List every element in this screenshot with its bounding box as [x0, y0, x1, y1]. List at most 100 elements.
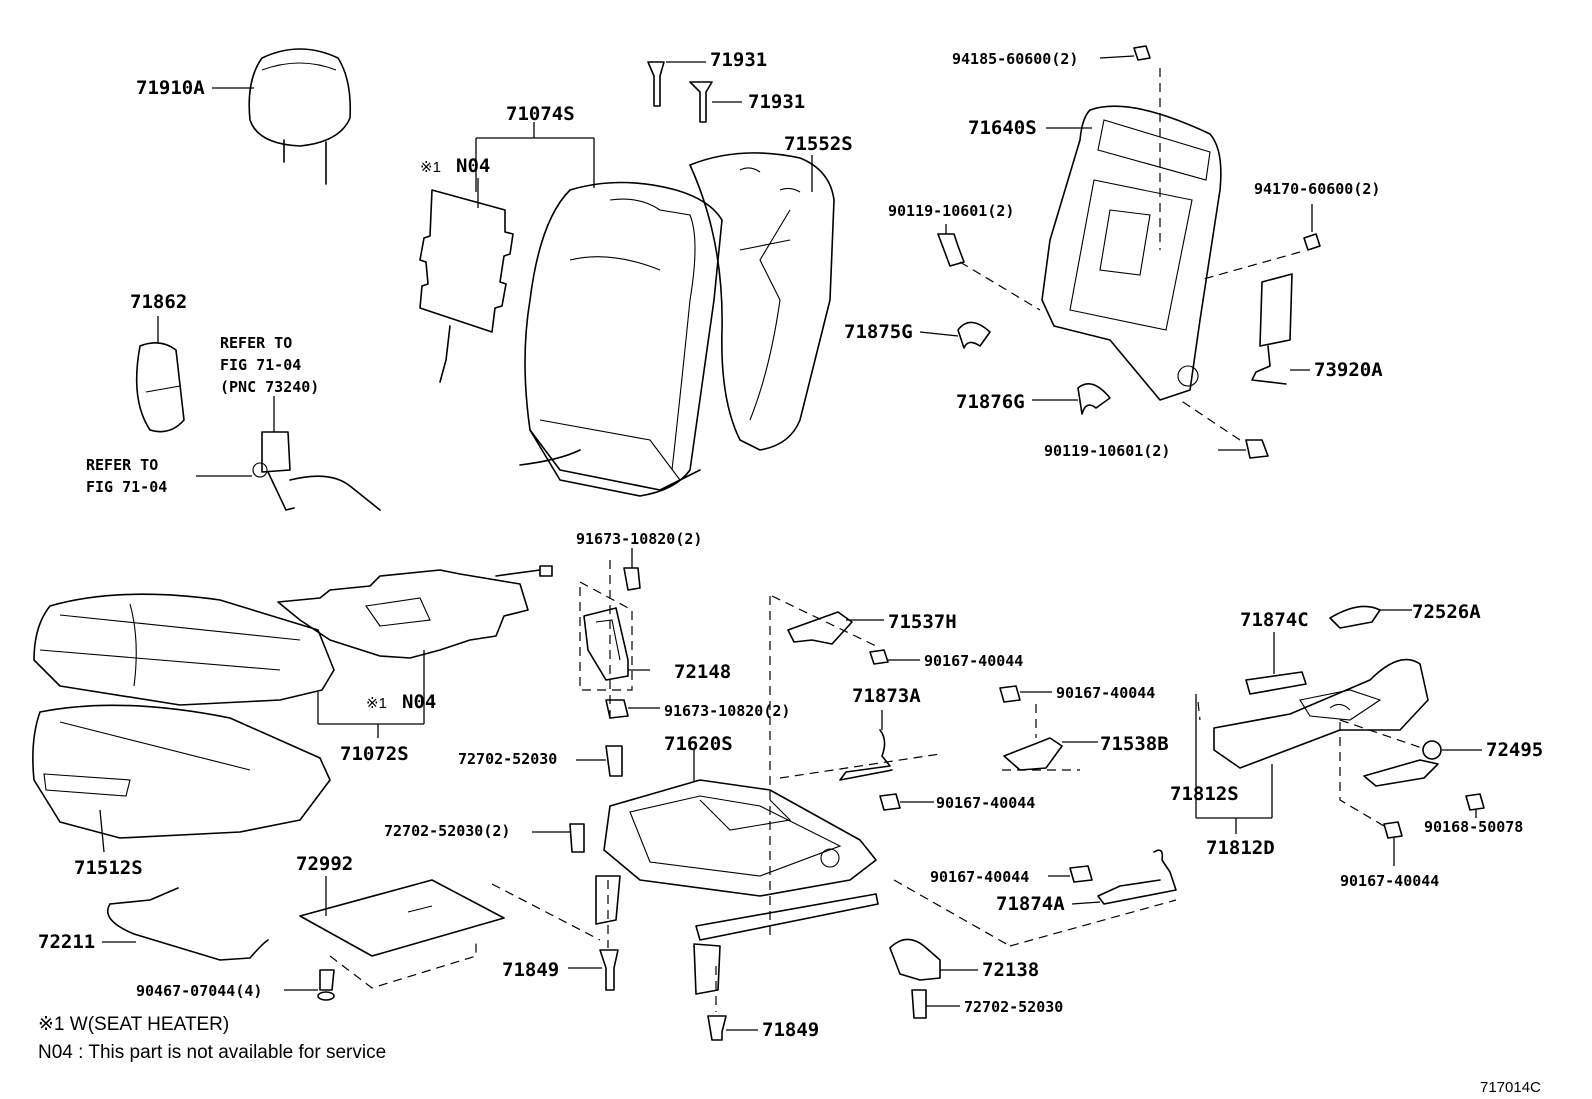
note-mark-a: ※1 — [420, 159, 441, 176]
label-71931-b: 71931 — [748, 91, 805, 113]
label-72148: 72148 — [674, 661, 731, 683]
clip-90467-07044[interactable] — [284, 969, 335, 1001]
seatback-pad-71552S[interactable] — [689, 152, 835, 451]
ref1-line2: FIG 71-04 — [220, 356, 301, 374]
cushion-cover-71072S[interactable] — [33, 593, 425, 738]
bracket-72148[interactable] — [579, 580, 650, 691]
pin-71849-b[interactable] — [707, 966, 758, 1041]
bolt-90119-10601-b[interactable] — [1179, 399, 1269, 459]
label-72702-52030-b: 72702-52030(2) — [384, 822, 510, 840]
bolt-72702-52030-b[interactable] — [532, 823, 585, 853]
cushion-pad-71512S[interactable] — [32, 704, 331, 853]
label-72526A: 72526A — [1412, 601, 1481, 623]
bolt-90167-40044-e[interactable] — [1339, 722, 1403, 866]
bolt-90167-40044-b[interactable] — [999, 685, 1052, 703]
seatback-heater-N04[interactable] — [419, 178, 514, 383]
label-72138: 72138 — [982, 959, 1039, 981]
label-71512S: 71512S — [74, 857, 143, 879]
bolt-91673-10820-b[interactable] — [605, 699, 660, 719]
label-90119-10601-a: 90119-10601(2) — [888, 202, 1014, 220]
label-71931-a: 71931 — [710, 49, 767, 71]
figure-code: 717014C — [1480, 1079, 1541, 1096]
label-71910A: 71910A — [136, 77, 205, 99]
bolt-72702-52030-c[interactable] — [911, 989, 960, 1019]
side-airbag-73920A[interactable] — [1251, 273, 1310, 385]
ref1-line1: REFER TO — [220, 334, 292, 352]
label-90467-07044: 90467-07044(4) — [136, 982, 262, 1000]
side-shield-71812S[interactable] — [1195, 658, 1429, 834]
headrest-guide-71931[interactable] — [647, 61, 742, 123]
bolt-72702-52030-a[interactable] — [576, 745, 623, 777]
label-90167-40044-c: 90167-40044 — [936, 794, 1035, 812]
label-71074S: 71074S — [506, 103, 575, 125]
cover-71875G[interactable] — [919, 321, 991, 349]
bolt-90167-40044-c[interactable] — [879, 793, 934, 811]
bracket-71538B[interactable] — [1002, 704, 1098, 771]
label-90167-40044-b: 90167-40044 — [1056, 684, 1155, 702]
label-90119-10601-b: 90119-10601(2) — [1044, 442, 1170, 460]
label-71538B: 71538B — [1100, 733, 1169, 755]
bolt-90119-10601-a[interactable] — [937, 224, 1041, 311]
bezel-71862[interactable] — [135, 316, 185, 433]
seat-belt-buckle[interactable] — [196, 396, 381, 511]
ref2-line2: FIG 71-04 — [86, 478, 167, 496]
cushion-heater-N04[interactable] — [277, 565, 553, 659]
bolt-91673-10820-a[interactable] — [623, 548, 641, 591]
label-71875G: 71875G — [844, 321, 913, 343]
seatback-frame-71640S[interactable] — [1041, 68, 1301, 401]
label-71552S: 71552S — [784, 133, 853, 155]
screw-90168-50078[interactable] — [1465, 793, 1485, 818]
label-90167-40044-e: 90167-40044 — [1340, 872, 1439, 890]
label-71849-a: 71849 — [502, 959, 559, 981]
cover-71876G[interactable] — [1032, 382, 1111, 415]
label-71640S: 71640S — [968, 117, 1037, 139]
label-71620S: 71620S — [664, 733, 733, 755]
label-72702-52030-c: 72702-52030 — [964, 998, 1063, 1016]
label-71072S: 71072S — [340, 743, 409, 765]
cover-72138[interactable] — [889, 879, 1011, 981]
label-71849-b: 71849 — [762, 1019, 819, 1041]
bolt-90167-40044-a[interactable] — [869, 649, 920, 665]
label-72495: 72495 — [1486, 739, 1543, 761]
wire-72211[interactable] — [102, 887, 269, 961]
label-91673-10820-b: 91673-10820(2) — [664, 702, 790, 720]
headrest-71910A[interactable] — [212, 48, 352, 185]
ref1-line3: (PNC 73240) — [220, 378, 319, 396]
seatback-cover-71074S[interactable] — [475, 122, 723, 497]
label-N04-a: N04 — [456, 155, 490, 177]
callout-labels: 71910A 71074S 71931 71931 71552S 94185-6… — [38, 49, 1543, 1041]
label-N04-b: N04 — [402, 691, 436, 713]
label-71537H: 71537H — [888, 611, 957, 633]
bracket-71873A[interactable] — [779, 710, 941, 781]
label-72211: 72211 — [38, 931, 95, 953]
label-90168-50078: 90168-50078 — [1424, 818, 1523, 836]
pin-71849-a[interactable] — [568, 880, 619, 991]
label-71862: 71862 — [130, 291, 187, 313]
nut-94170-60600[interactable] — [1303, 204, 1321, 251]
label-73920A: 73920A — [1314, 359, 1383, 381]
label-72992: 72992 — [296, 853, 353, 875]
label-90167-40044-a: 90167-40044 — [924, 652, 1023, 670]
label-72702-52030-a: 72702-52030 — [458, 750, 557, 768]
label-71874C: 71874C — [1240, 609, 1309, 631]
cover-71874A[interactable] — [1009, 849, 1177, 947]
mat-72992[interactable] — [299, 876, 601, 989]
cover-71874C[interactable] — [1245, 632, 1307, 695]
label-71873A: 71873A — [852, 685, 921, 707]
bracket-71537H[interactable] — [771, 595, 884, 647]
seat-adjuster-71620S[interactable] — [595, 560, 879, 995]
label-71874A: 71874A — [996, 893, 1065, 915]
knob-72495[interactable] — [1339, 719, 1482, 787]
bolt-90167-40044-d[interactable] — [1048, 865, 1093, 883]
note-seat-heater: ※1 W(SEAT HEATER) — [38, 1014, 229, 1035]
ref2-line1: REFER TO — [86, 456, 158, 474]
bolt-94185-60600[interactable] — [1099, 45, 1151, 61]
note-mark-b: ※1 — [366, 695, 387, 712]
label-94185-60600: 94185-60600(2) — [952, 50, 1078, 68]
label-94170-60600: 94170-60600(2) — [1254, 180, 1380, 198]
label-71812D: 71812D — [1206, 837, 1275, 859]
label-91673-10820-a: 91673-10820(2) — [576, 530, 702, 548]
label-71812S: 71812S — [1170, 783, 1239, 805]
lever-72526A[interactable] — [1329, 605, 1412, 629]
